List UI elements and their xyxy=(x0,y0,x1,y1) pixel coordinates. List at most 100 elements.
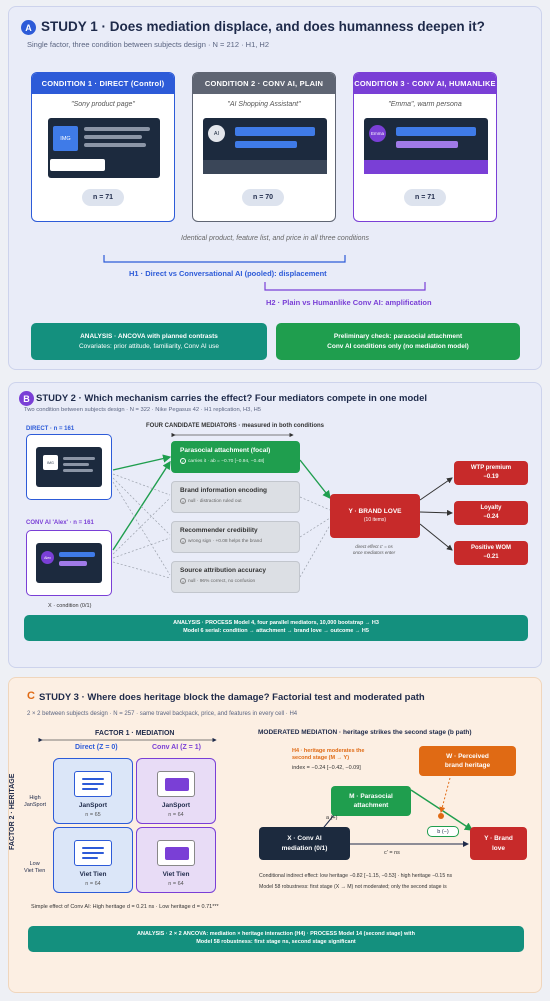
conv-stimulus-card: Alex xyxy=(26,530,112,596)
direct-screen: IMG xyxy=(36,447,102,487)
study1-analysis-title: ANALYSIS · ANCOVA with planned contrasts xyxy=(80,333,218,341)
condition3-screen: Emma xyxy=(364,118,488,174)
h2-label: H2 · Plain vs Humanlike Conv AI: amplifi… xyxy=(266,298,432,307)
box-line: W · Perceived xyxy=(446,752,489,760)
cell-conv-low: Viet Tien n = 64 xyxy=(136,827,216,893)
brand-love-label: Y · BRAND LOVE xyxy=(348,508,402,516)
row-label-line: JanSport xyxy=(24,802,47,809)
document-icon xyxy=(74,771,112,797)
text-line xyxy=(63,463,89,466)
study3-badge: C xyxy=(27,690,35,702)
cross-icon: × xyxy=(180,538,186,544)
condition2-screen: AI xyxy=(203,118,327,174)
study2-paths xyxy=(112,432,453,579)
brand-love-box: Y · BRAND LOVE (10 items) xyxy=(330,494,420,538)
cross-icon: × xyxy=(180,498,186,504)
mediator-name: Source attribution accuracy xyxy=(180,567,266,574)
mediator-brand-info: Brand information encoding ×null · distr… xyxy=(171,481,300,513)
text-line xyxy=(84,127,150,131)
direct-effect-note: direct effect c' = ns once mediators ent… xyxy=(334,544,414,557)
condition3-quote: "Emma", warm persona xyxy=(388,101,462,108)
simple-effect-note: Simple effect of Conv AI: High heritage … xyxy=(31,904,219,910)
conv-label: CONV AI 'Alex' · n = 161 xyxy=(26,520,94,526)
row-label-line: Low xyxy=(29,861,40,867)
cell-n: n = 64 xyxy=(168,881,184,887)
note-line: once mediators enter xyxy=(352,550,396,556)
study3-analysis-box: ANALYSIS · 2 × 2 ANCOVA: mediation × her… xyxy=(28,926,524,952)
cell-n: n = 64 xyxy=(85,881,101,887)
study2-subtitle: Two condition between subjects design · … xyxy=(24,407,261,413)
note-line: H4 · heritage moderates the xyxy=(292,748,365,754)
mediator-note: null · distraction ruled out xyxy=(188,498,242,504)
prelim-check-box: Preliminary check: parasocial attachment… xyxy=(276,323,520,360)
b-path-label: b (−) xyxy=(427,826,459,837)
condition1-card: CONDITION 1 · DIRECT (Control) "Sony pro… xyxy=(31,72,175,222)
condition2-header: CONDITION 2 · CONV AI, PLAIN xyxy=(193,73,335,94)
outcome-value: −0.21 xyxy=(483,554,499,560)
identical-note: Identical product, feature list, and pri… xyxy=(181,235,369,242)
box-line: Y · Brand xyxy=(484,835,513,843)
condition3-card: CONDITION 3 · CONV AI, HUMANLIKE "Emma",… xyxy=(353,72,497,222)
text-line xyxy=(84,143,146,147)
study2-analysis-box: ANALYSIS · PROCESS Model 4, four paralle… xyxy=(24,615,528,641)
chat-input-bar xyxy=(364,160,488,174)
y-brand-love-box: Y · Brand love xyxy=(470,827,527,860)
cell-brand: Viet Tien xyxy=(79,871,107,878)
mediator-source-attribution: Source attribution accuracy ×null · 96% … xyxy=(171,561,300,593)
condition1-header: CONDITION 1 · DIRECT (Control) xyxy=(32,73,174,94)
condition2-quote: "AI Shopping Assistant" xyxy=(227,101,301,108)
study1-title: STUDY 1 · Does mediation displace, and d… xyxy=(41,19,485,34)
cell-n: n = 65 xyxy=(85,812,101,818)
mediator-parasocial: Parasocial attachment (focal) ✓carries i… xyxy=(171,441,300,473)
robustness-note: Model 58 robustness: first stage (X → M)… xyxy=(259,884,447,890)
condition3-header: CONDITION 3 · CONV AI, HUMANLIKE xyxy=(354,73,496,94)
mediators-header: FOUR CANDIDATE MEDIATORS · measured in b… xyxy=(146,423,325,429)
study3-subtitle: 2 × 2 between subjects design · N = 257 … xyxy=(27,711,298,717)
h1-label: H1 · Direct vs Conversational AI (pooled… xyxy=(129,269,327,278)
document-icon xyxy=(74,840,112,866)
cell-brand: JanSport xyxy=(78,802,108,809)
alex-avatar-icon: Alex xyxy=(41,551,54,564)
box-line: mediation (0/1) xyxy=(281,844,328,852)
box-line: X · Conv AI xyxy=(287,835,322,843)
condition3-n: n = 71 xyxy=(404,189,446,206)
prelim-sub: Conv AI conditions only (no mediation mo… xyxy=(327,342,469,350)
image-placeholder-icon: IMG xyxy=(43,455,58,470)
outcome-value: −0.19 xyxy=(483,474,499,480)
index-note: index = −0.24 [−0.42, −0.09] xyxy=(292,765,361,771)
mediator-credibility: Recommender credibility ×wrong sign · +0… xyxy=(171,521,300,553)
study1-badge: A xyxy=(21,20,36,35)
condition2-n: n = 70 xyxy=(242,189,284,206)
ai-avatar-icon: AI xyxy=(208,125,225,142)
condition1-screen: IMG xyxy=(48,118,160,178)
moderated-mediation-title: MODERATED MEDIATION · heritage strikes t… xyxy=(258,729,472,736)
study2-title: STUDY 2 · Which mechanism carries the ef… xyxy=(36,393,427,404)
col-conv-label: Conv AI (Z = 1) xyxy=(152,744,201,751)
hypothesis-brackets xyxy=(103,255,426,291)
image-placeholder-icon: IMG xyxy=(53,126,78,151)
text-line xyxy=(84,135,142,139)
study2-analysis-line1: ANALYSIS · PROCESS Model 4, four paralle… xyxy=(173,620,379,627)
direct-label: DIRECT · n = 161 xyxy=(26,426,75,432)
box-line: M · Parasocial xyxy=(349,792,393,800)
outcome-name: Positive WOM xyxy=(470,545,511,551)
cell-direct-high: JanSport n = 65 xyxy=(53,758,133,824)
factor2-label: FACTOR 2 · HERITAGE xyxy=(9,773,16,850)
box-line: attachment xyxy=(353,802,389,809)
brand-love-sub: (10 items) xyxy=(363,517,387,524)
mediator-note: null · 96% correct, no confusion xyxy=(188,578,256,584)
study3-title: STUDY 3 · Where does heritage block the … xyxy=(39,692,425,703)
text-line xyxy=(63,469,93,472)
conditional-effect-note: Conditional indirect effect: low heritag… xyxy=(259,873,453,879)
chat-window-icon xyxy=(157,840,195,866)
check-icon: ✓ xyxy=(180,458,186,464)
box-line: brand heritage xyxy=(444,762,491,769)
cell-n: n = 64 xyxy=(168,812,184,818)
box-line: love xyxy=(491,844,505,852)
mediator-name: Brand information encoding xyxy=(180,487,268,494)
a-path-label: a (+) xyxy=(326,815,338,821)
study3-analysis-line2: Model 58 robustness: first stage ns, sec… xyxy=(196,939,356,945)
mediator-name: Parasocial attachment (focal) xyxy=(180,447,271,454)
outcome-wom: Positive WOM −0.21 xyxy=(454,541,528,565)
study1-subtitle: Single factor, three condition between s… xyxy=(27,40,270,49)
